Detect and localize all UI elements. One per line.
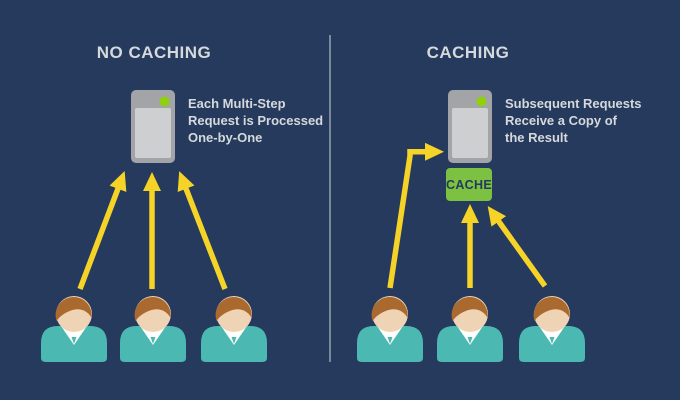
user-icon: [437, 296, 503, 362]
user-icon: [201, 296, 267, 362]
user-icon: [357, 296, 423, 362]
request-arrow-left-1: [77, 171, 127, 290]
left-description-line: One-by-One: [188, 130, 263, 145]
request-arrow-left-3: [177, 171, 228, 290]
left-description-line: Request is Processed: [188, 113, 324, 128]
server-icon-right: [448, 90, 492, 163]
server-icon-left: [131, 90, 175, 163]
left-description-line: Each Multi-Step: [188, 96, 286, 111]
right-description-line: the Result: [505, 130, 568, 145]
user-icon: [519, 296, 585, 362]
user-icon: [41, 296, 107, 362]
left-description: Each Multi-Step Request is Processed One…: [188, 95, 323, 146]
right-description: Subsequent Requests Receive a Copy of th…: [505, 95, 642, 146]
cache-arrow-right-2: [487, 205, 548, 288]
request-arrow-right-bent: [387, 142, 444, 289]
right-description-line: Subsequent Requests: [505, 96, 642, 111]
cache-badge: CACHE: [446, 168, 492, 201]
left-panel-title: NO CACHING: [96, 43, 212, 62]
user-icon: [120, 296, 186, 362]
right-description-line: Receive a Copy of: [505, 113, 617, 128]
cache-badge-label: CACHE: [446, 177, 492, 192]
right-panel-title: CACHING: [426, 43, 510, 62]
